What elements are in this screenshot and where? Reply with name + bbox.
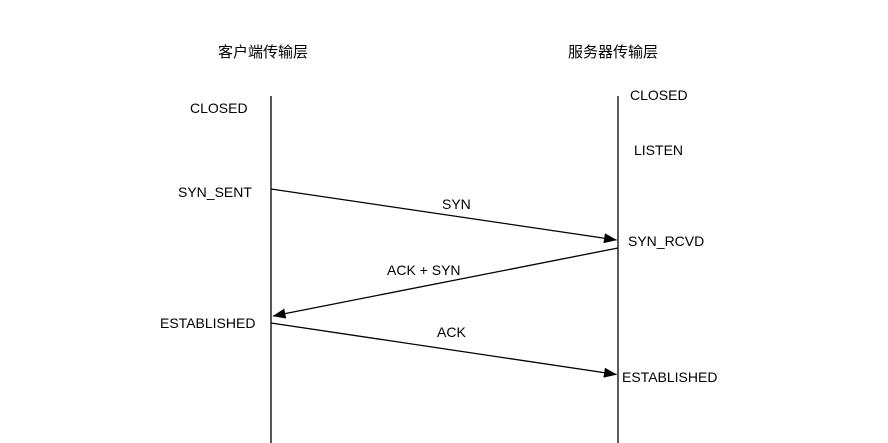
client-state-closed: CLOSED <box>190 100 248 116</box>
client-lifeline-title: 客户端传输层 <box>218 44 309 61</box>
server-lifeline-title: 服务器传输层 <box>568 44 659 61</box>
ack-message-label: ACK <box>437 324 466 340</box>
ack-arrow <box>270 322 617 378</box>
client-state-syn-sent: SYN_SENT <box>178 184 252 200</box>
syn-message-label: SYN <box>442 196 471 212</box>
ack-syn-arrow <box>272 247 619 319</box>
server-state-closed: CLOSED <box>630 87 688 103</box>
ack-syn-message-label: ACK + SYN <box>387 262 461 278</box>
client-state-established: ESTABLISHED <box>160 315 256 331</box>
server-state-syn-rcvd: SYN_RCVD <box>628 233 705 249</box>
server-state-listen: LISTEN <box>634 142 684 158</box>
server-state-established: ESTABLISHED <box>622 369 718 385</box>
syn-arrow <box>270 188 617 244</box>
